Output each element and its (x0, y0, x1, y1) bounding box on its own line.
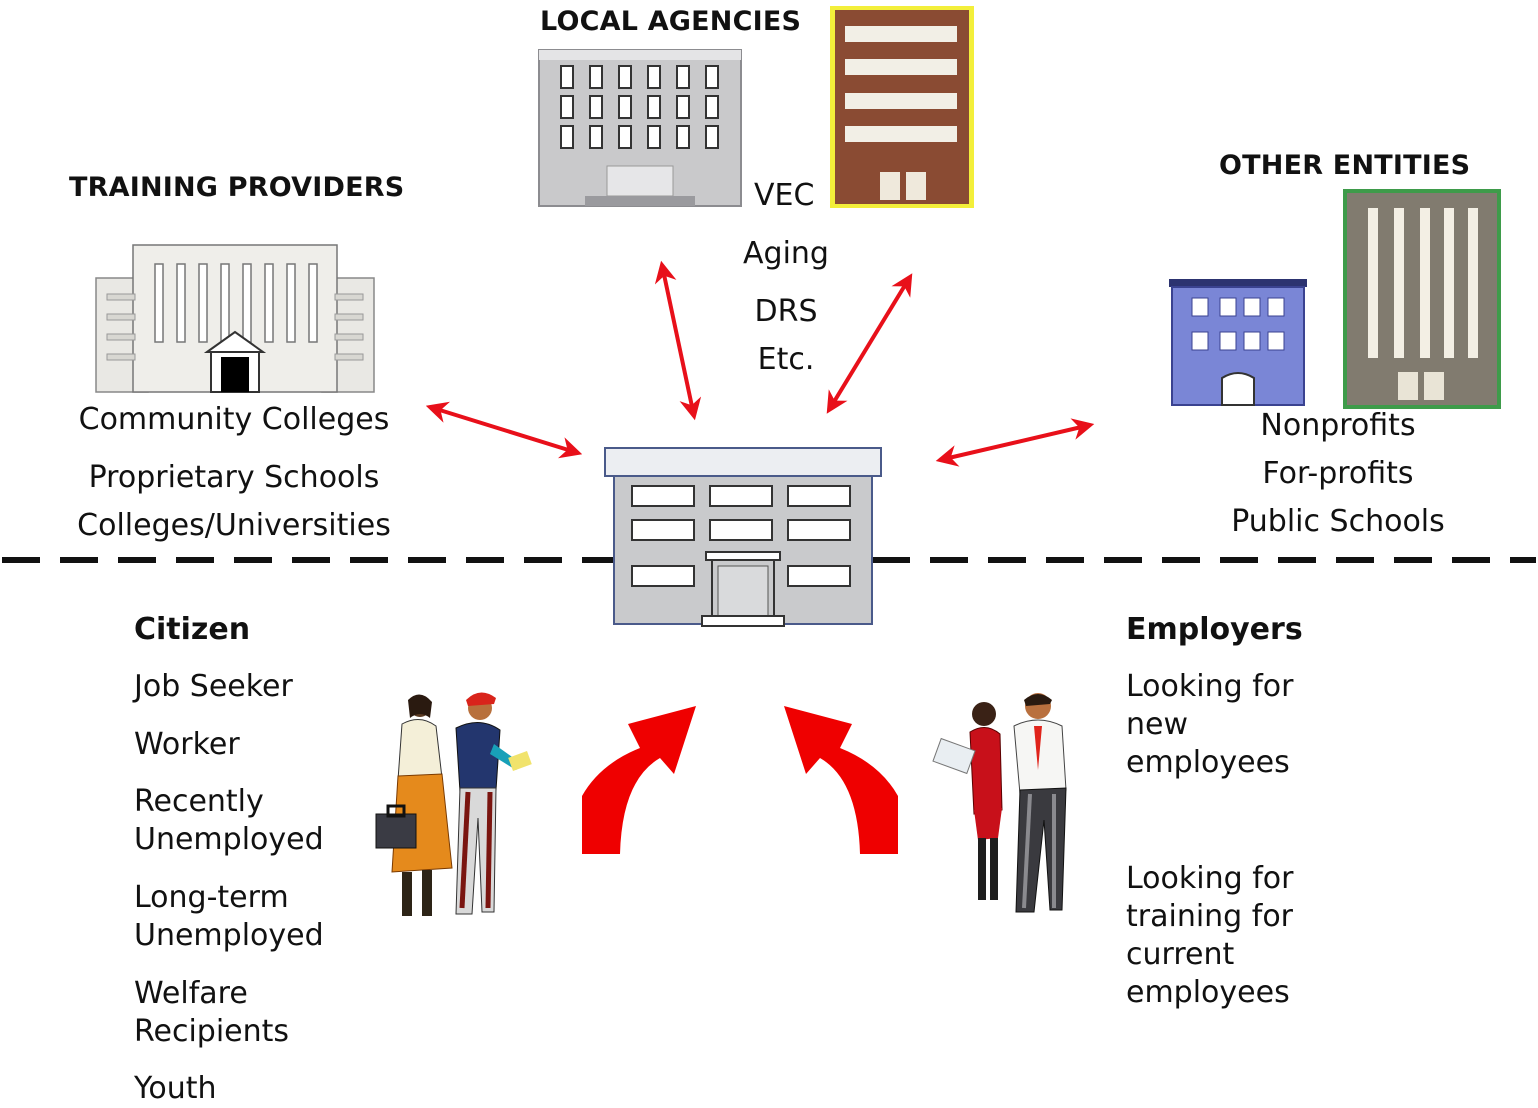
citizen-item-youth: Youth (134, 1071, 217, 1106)
agency-item-aging: Aging (743, 236, 829, 271)
agency-item-drs: DRS (754, 294, 818, 329)
citizen-item-welfare-recipients: Welfare Recipients (134, 976, 290, 1049)
employer-curved-arrow-icon (784, 706, 898, 854)
agencies-left-arrow (654, 260, 702, 421)
citizen-item-worker: Worker (134, 727, 240, 762)
agency-item-vec: VEC (754, 178, 815, 213)
agency-item-etc: Etc. (757, 342, 815, 377)
citizen-curved-arrow-icon (582, 706, 696, 854)
entities-to-center-arrow (935, 418, 1095, 467)
employer-item-new-employees: Looking for new employees (1126, 669, 1294, 780)
training-item-community-colleges: Community Colleges (78, 402, 390, 437)
local-agency-gray-building-icon (538, 49, 742, 207)
agencies-right-arrow (826, 273, 913, 414)
training-item-proprietary-schools: Proprietary Schools (88, 460, 380, 495)
employers-heading: Employers (1126, 612, 1303, 647)
entity-item-for-profits: For-profits (1262, 456, 1414, 491)
training-to-center-arrow (425, 401, 583, 459)
green-tall-building-icon (1343, 189, 1501, 409)
entity-item-public-schools: Public Schools (1231, 504, 1445, 539)
citizen-item-recently-unemployed: Recently Unemployed (134, 784, 324, 857)
employers-people-icon (932, 693, 1067, 913)
college-building-icon (95, 244, 375, 393)
local-agency-brown-building-icon (830, 6, 974, 208)
citizen-people-icon (375, 692, 532, 916)
employer-item-training-current: Looking for training for current employe… (1126, 861, 1294, 1010)
entity-item-nonprofits: Nonprofits (1260, 408, 1416, 443)
training-item-colleges-universities: Colleges/Universities (77, 508, 391, 543)
local-agencies-heading: LOCAL AGENCIES (540, 6, 802, 37)
blue-building-icon (1169, 279, 1307, 406)
one-stop-center-building-icon (604, 447, 882, 627)
other-entities-heading: OTHER ENTITIES (1219, 150, 1471, 181)
citizen-item-long-term-unemployed: Long-term Unemployed (134, 880, 324, 953)
citizen-item-job-seeker: Job Seeker (134, 669, 293, 704)
training-providers-heading: TRAINING PROVIDERS (69, 172, 405, 203)
citizen-heading: Citizen (134, 612, 251, 647)
